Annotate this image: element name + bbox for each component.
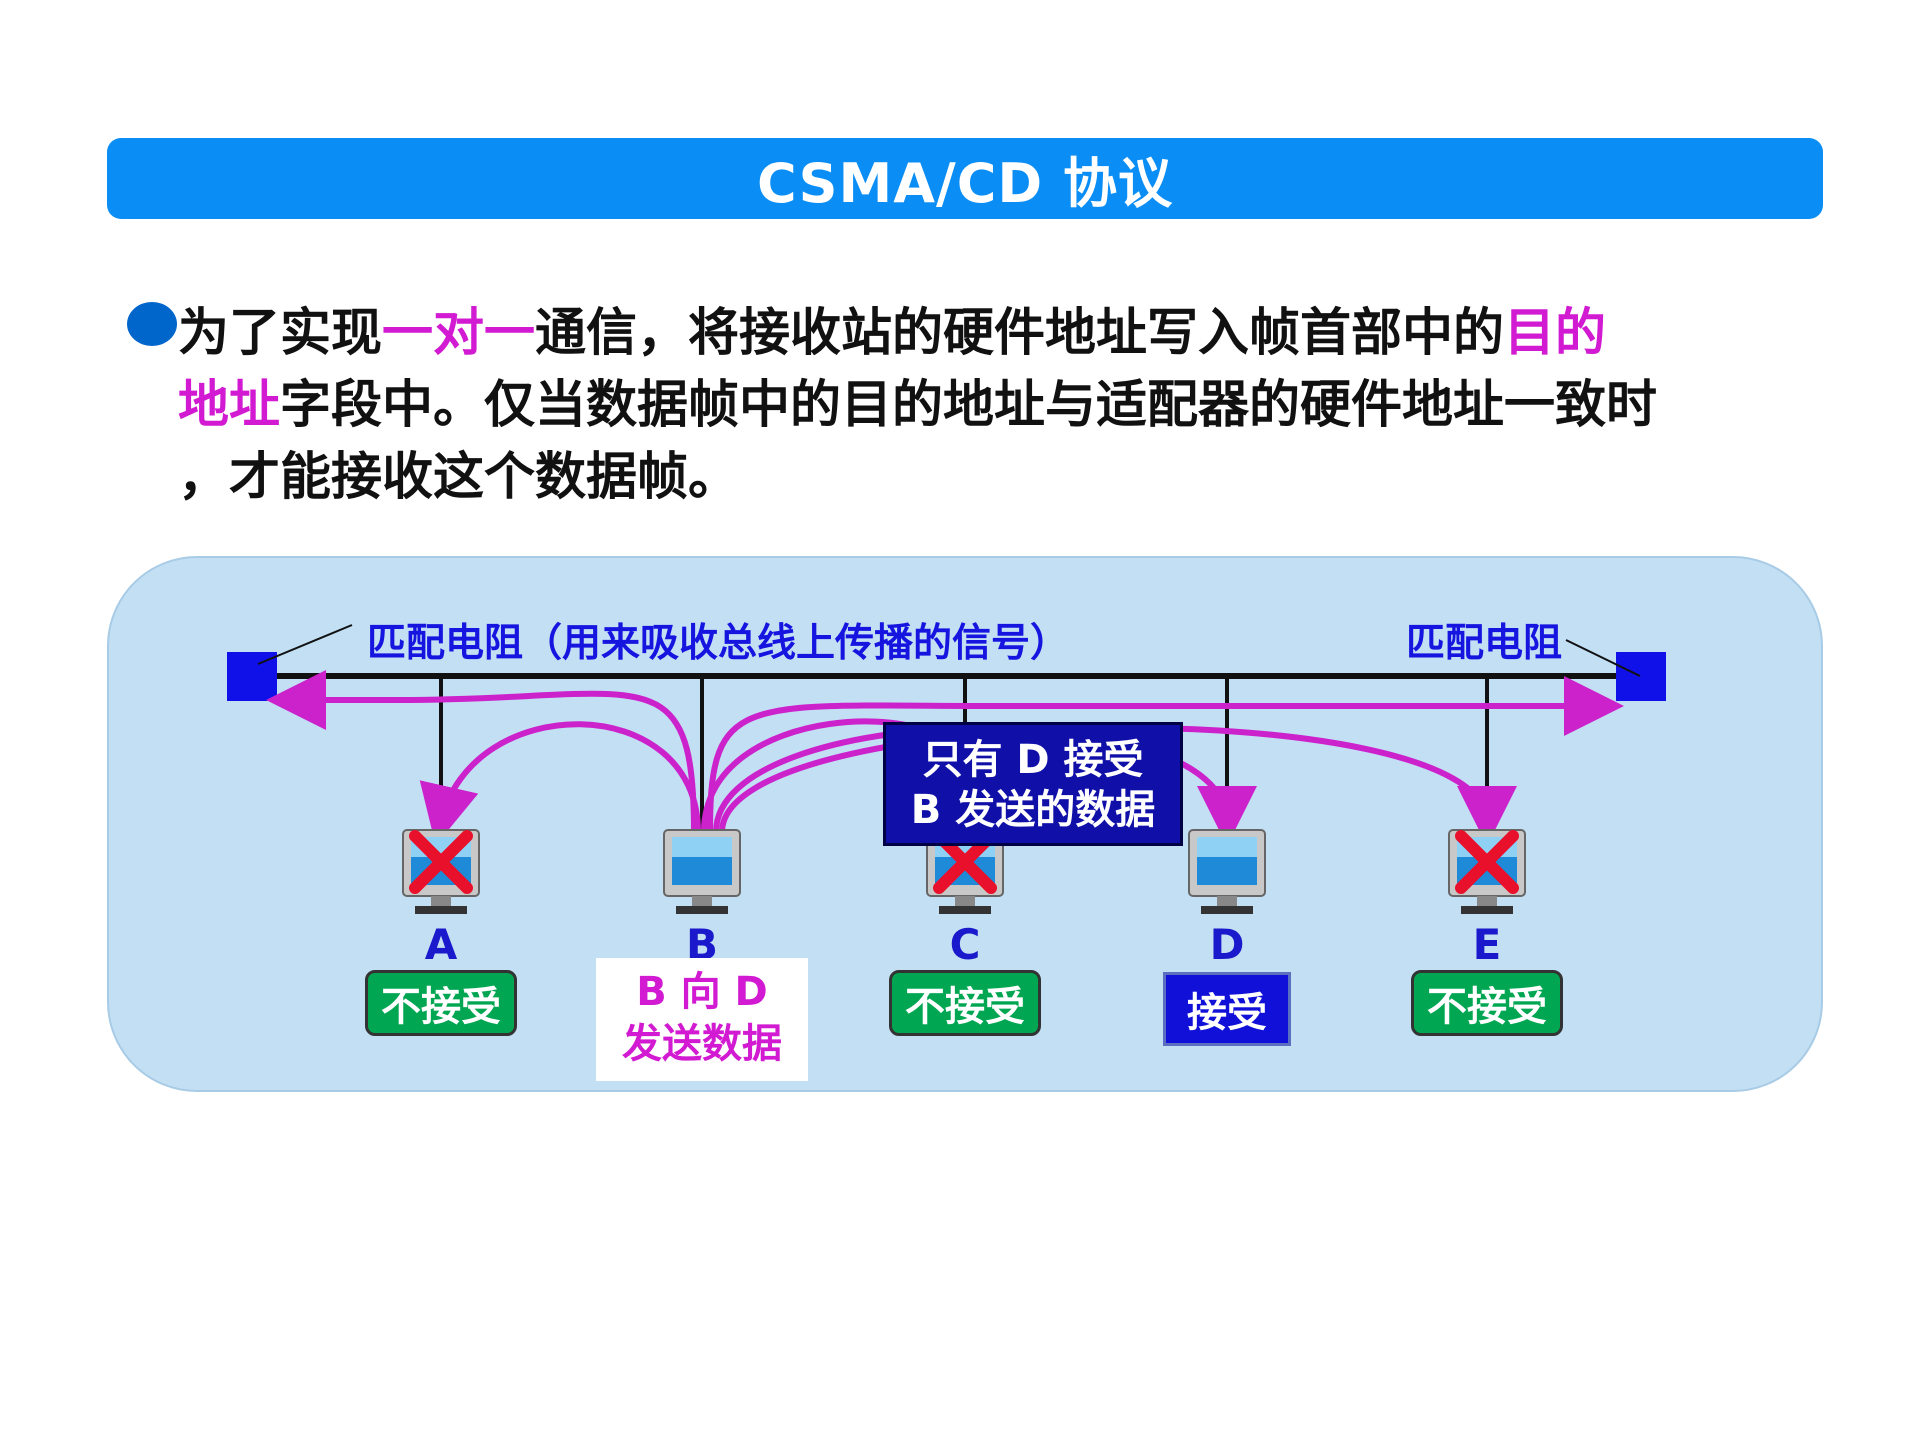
paragraph-text: 字段中。仅当数据帧中的目的地址与适配器的硬件地址一致时 bbox=[280, 376, 1658, 435]
paragraph-line-1: 为了实现一对一通信，将接收站的硬件地址写入帧首部中的目的 bbox=[178, 298, 1818, 370]
signal-paths bbox=[266, 670, 1624, 846]
paragraph-text: 为了实现 bbox=[178, 304, 383, 363]
station-letter-c: C bbox=[949, 920, 981, 969]
paragraph-line-3: ，才能接收这个数据帧。 bbox=[178, 442, 1818, 514]
station-monitors bbox=[402, 829, 1526, 914]
monitor-d-icon bbox=[1188, 829, 1266, 914]
station-letter-e: E bbox=[1472, 920, 1502, 969]
reject-x-icon bbox=[1455, 830, 1519, 894]
only-d-callout-line-1: 只有 D 接受 bbox=[922, 737, 1144, 783]
paragraph-text: ，才能接收这个数据帧。 bbox=[178, 448, 740, 507]
description-paragraph: 为了实现一对一通信，将接收站的硬件地址写入帧首部中的目的 地址字段中。仅当数据帧… bbox=[178, 298, 1818, 514]
reject-x-icon bbox=[409, 830, 473, 894]
signal-to-right-terminator bbox=[707, 676, 1624, 835]
paragraph-line-2: 地址字段中。仅当数据帧中的目的地址与适配器的硬件地址一致时 bbox=[178, 370, 1818, 442]
terminator-right-pointer bbox=[1565, 639, 1641, 677]
station-letter-d: D bbox=[1209, 920, 1245, 969]
terminator-left-label: 匹配电阻（用来吸收总线上传播的信号） bbox=[367, 621, 1070, 666]
paragraph-text: 通信，将接收站的硬件地址写入帧首部中的 bbox=[535, 304, 1505, 363]
monitor-e-icon bbox=[1448, 829, 1526, 914]
status-badge-e: 不接受 bbox=[1411, 970, 1563, 1036]
monitor-b-icon bbox=[663, 829, 741, 914]
monitor-a-icon bbox=[402, 829, 480, 914]
status-badge-d: 接受 bbox=[1163, 972, 1291, 1046]
station-letter-a: A bbox=[424, 920, 458, 969]
b-send-label-line-2: 发送数据 bbox=[622, 1021, 782, 1067]
only-d-callout: 只有 D 接受 B 发送的数据 bbox=[883, 722, 1183, 846]
terminator-right-label: 匹配电阻 bbox=[1406, 621, 1563, 666]
terminator-left-pointer bbox=[257, 624, 353, 665]
monitor-c-icon bbox=[926, 829, 1004, 914]
highlight-text: 地址 bbox=[178, 376, 281, 435]
signal-to-a bbox=[419, 721, 701, 846]
only-d-callout-line-2: B 发送的数据 bbox=[910, 787, 1156, 833]
highlight-text: 一对一 bbox=[382, 304, 536, 363]
b-send-label: B 向 D 发送数据 bbox=[596, 958, 808, 1081]
highlight-text: 目的 bbox=[1504, 304, 1607, 363]
bullet-dot bbox=[127, 302, 177, 346]
terminator-right bbox=[1616, 652, 1666, 701]
status-badge-a: 不接受 bbox=[365, 970, 517, 1036]
b-send-label-line-1: B 向 D bbox=[636, 969, 768, 1015]
status-badge-c: 不接受 bbox=[889, 970, 1041, 1036]
slide-title: CSMA/CD 协议 bbox=[107, 138, 1823, 219]
signal-to-left-terminator bbox=[266, 670, 697, 835]
